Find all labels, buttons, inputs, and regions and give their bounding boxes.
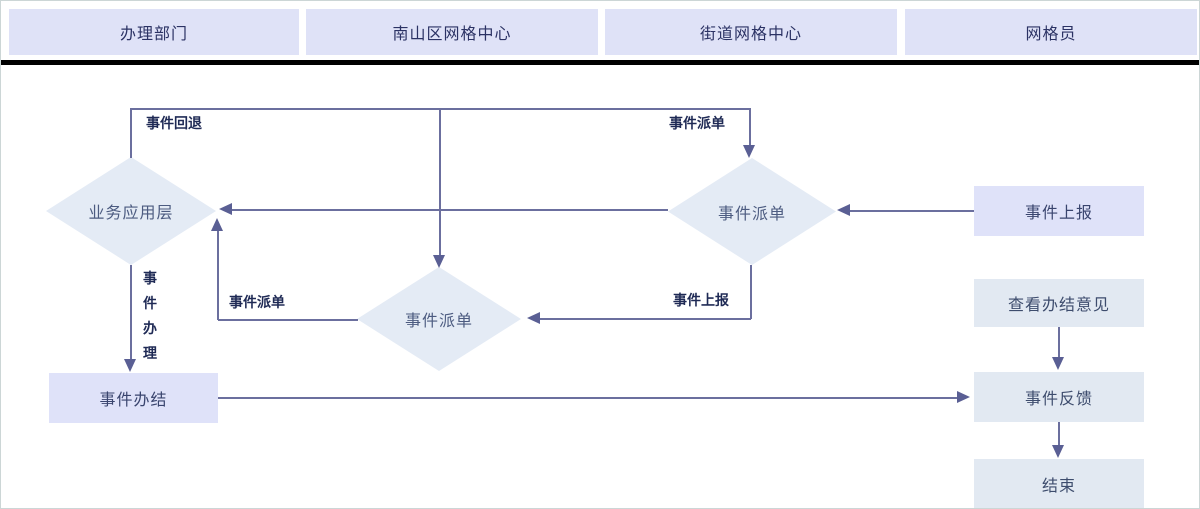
edge-label-event-rollback: 事件回退 (146, 116, 202, 132)
edge-line (232, 209, 668, 211)
lane-label: 办理部门 (119, 24, 188, 43)
arrowhead-left-icon (527, 312, 540, 324)
node-event-report: 事件上报 (974, 186, 1144, 236)
node-label: 事件上报 (1024, 203, 1093, 222)
node-business-application-layer: 业务应用层 (46, 157, 216, 265)
arrowhead-down-icon (124, 359, 136, 372)
arrowhead-left-icon (837, 204, 850, 216)
arrowhead-down-icon (743, 145, 755, 158)
edge-label-event-handling: 事件办理 (143, 271, 157, 362)
lane-header-nanshan-grid-center: 南山区网格中心 (306, 9, 598, 55)
node-label: 事件派单 (717, 203, 786, 223)
edge-line (749, 108, 751, 146)
node-label: 事件反馈 (1024, 389, 1093, 408)
lane-header-street-grid-center: 街道网格中心 (605, 9, 897, 55)
node-label: 查看办结意见 (1007, 295, 1110, 314)
edge-line (850, 210, 974, 212)
edge-line (540, 318, 751, 320)
lane-label: 网格员 (1025, 24, 1077, 43)
edge-line (750, 265, 752, 319)
edge-line (1058, 327, 1060, 358)
edge-line (130, 108, 132, 158)
node-label: 事件办结 (99, 390, 168, 409)
arrowhead-right-icon (957, 391, 970, 403)
edge-line (217, 231, 219, 320)
node-label: 事件派单 (404, 311, 473, 330)
edge-label-event-dispatch-left: 事件派单 (229, 295, 285, 311)
edge-label-event-report: 事件上报 (673, 293, 729, 309)
arrowhead-up-icon (211, 218, 223, 231)
edge-line (130, 265, 132, 360)
arrowhead-down-icon (1052, 357, 1064, 370)
node-view-result-opinion: 查看办结意见 (974, 279, 1144, 327)
node-event-closure: 事件办结 (49, 373, 218, 423)
lane-label: 街道网格中心 (699, 24, 802, 43)
arrowhead-down-icon (433, 255, 445, 268)
lane-label: 南山区网格中心 (392, 24, 512, 43)
node-event-feedback: 事件反馈 (974, 372, 1144, 422)
lane-header-grid-member: 网格员 (905, 9, 1197, 55)
lane-header-handling-department: 办理部门 (9, 9, 299, 55)
edge-line (439, 108, 441, 256)
node-street-event-dispatch: 事件派单 (668, 158, 836, 265)
arrowhead-down-icon (1052, 445, 1064, 458)
header-divider-bar (1, 60, 1199, 65)
edge-line (218, 397, 958, 399)
node-label: 业务应用层 (88, 203, 174, 222)
node-district-event-dispatch: 事件派单 (357, 267, 521, 371)
edge-line (1058, 422, 1060, 447)
edge-label-event-dispatch-top: 事件派单 (669, 116, 725, 132)
arrowhead-left-icon (219, 203, 232, 215)
node-end: 结束 (974, 459, 1144, 508)
edge-line (218, 319, 358, 321)
node-label: 结束 (1041, 475, 1076, 495)
